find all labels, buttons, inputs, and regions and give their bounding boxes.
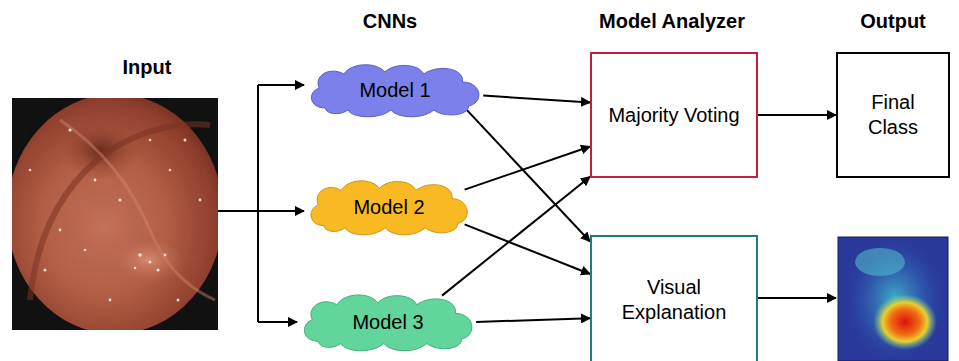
analyzer-box: Majority Voting	[590, 52, 758, 178]
connector-arrow	[442, 177, 590, 296]
heatmap-image	[838, 237, 948, 361]
model-cloud: Model 3	[298, 292, 478, 352]
node-label: Visual Explanation	[604, 275, 744, 325]
column-heading: Output	[860, 10, 926, 33]
column-heading: CNNs	[363, 10, 417, 33]
input-branch	[218, 85, 304, 322]
node-label: Majority Voting	[608, 103, 739, 128]
column-heading: Input	[123, 56, 172, 79]
column-heading: Model Analyzer	[599, 10, 745, 33]
output-box: Final Class	[836, 52, 950, 178]
connector-arrow	[465, 147, 590, 190]
model-cloud: Model 2	[305, 178, 473, 236]
output-arrow	[758, 297, 836, 299]
connector-arrow	[476, 318, 590, 322]
connector-arrow	[758, 114, 836, 116]
connector-arrow	[467, 110, 590, 241]
node-label: Final Class	[846, 90, 940, 140]
node-label: Model 1	[359, 78, 430, 103]
node-label: Model 2	[353, 195, 424, 220]
analyzer-box: Visual Explanation	[590, 235, 758, 361]
connector-arrow	[483, 96, 590, 103]
connector-arrow	[465, 224, 590, 274]
model-cloud: Model 1	[305, 62, 485, 118]
endoscopy-image	[7, 94, 223, 334]
node-label: Model 3	[352, 310, 423, 335]
